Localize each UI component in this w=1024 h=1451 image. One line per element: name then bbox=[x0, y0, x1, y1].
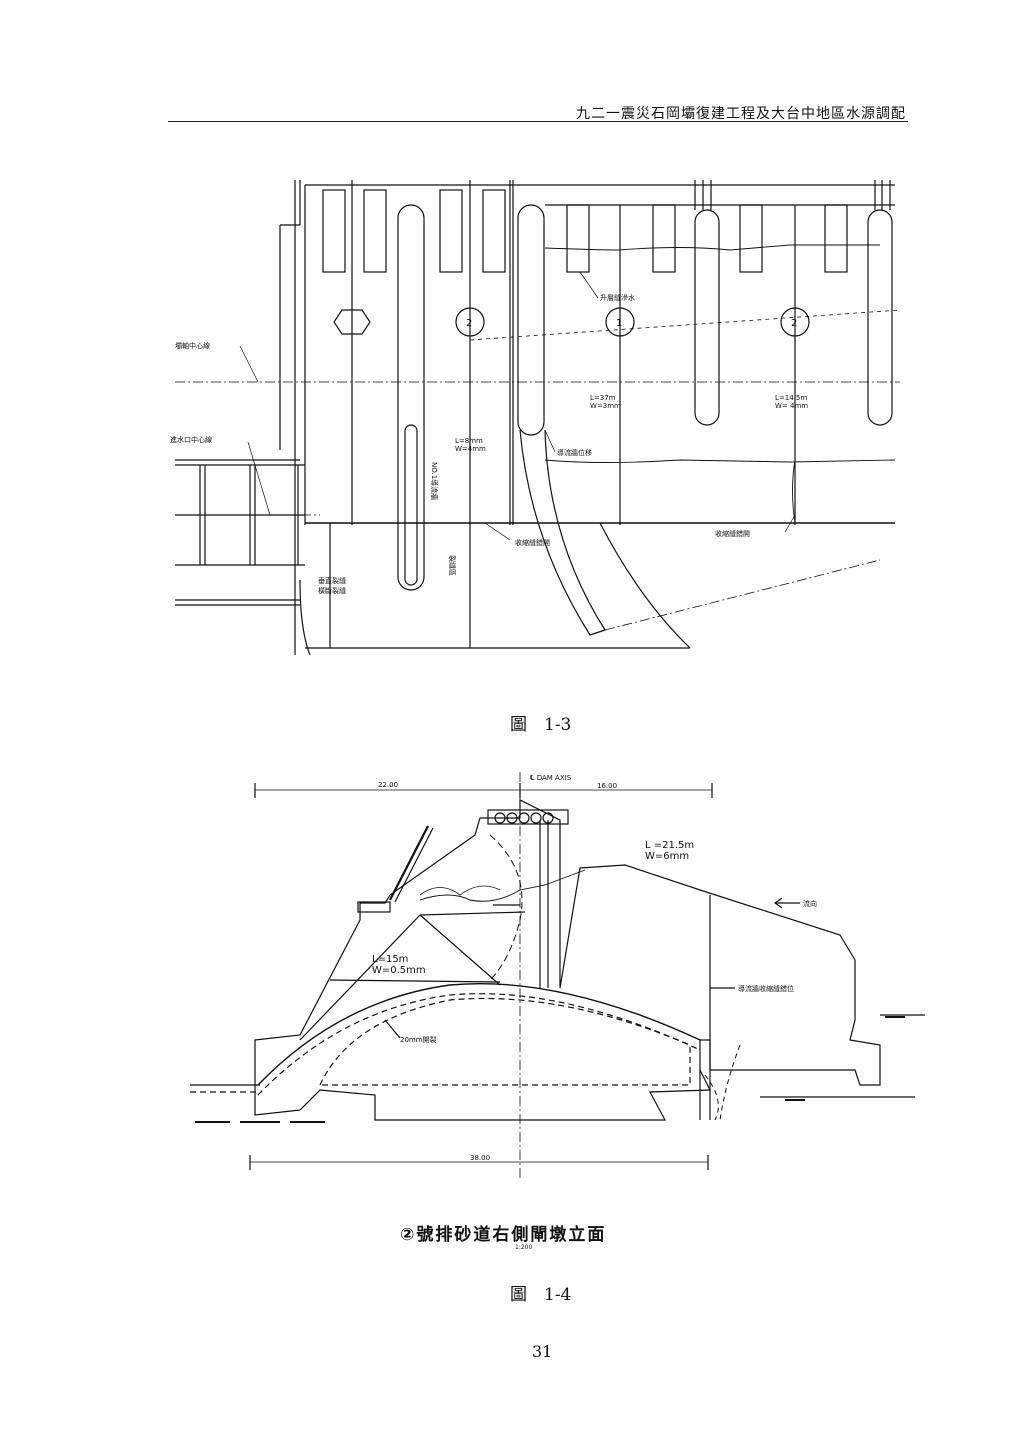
label-shrink-joint-a: 收縮縫錯開 bbox=[515, 538, 550, 547]
label-inlet-axis: 進水口中心線 bbox=[170, 435, 212, 444]
crack-b-width: W=0.5mm bbox=[372, 965, 426, 976]
header-rule bbox=[168, 121, 908, 122]
page-number: 31 bbox=[532, 1342, 553, 1361]
pier-marker-2a: 2 bbox=[466, 318, 472, 329]
pier-marker-1: 1 bbox=[616, 318, 622, 329]
dim-c-length: L=8mm bbox=[455, 437, 483, 445]
label-flow: 流向 bbox=[803, 899, 817, 908]
label-guide-wall: 導流牆位移 bbox=[557, 448, 592, 457]
label-horizontal-crack: 橫斷裂縫 bbox=[318, 586, 346, 595]
label-vertical-crack: 垂直裂縫 bbox=[318, 576, 346, 585]
figure-1-3-drawing: 壩軸中心線 進水口中心線 升層縫滲水 導流牆位移 收縮縫錯開 收縮縫錯開 垂直裂… bbox=[170, 180, 901, 656]
label-guide-wall-joint: 導流牆收縮縫錯位 bbox=[738, 984, 794, 993]
figure-1-4-title: ②號排砂道右側閘墩立面 bbox=[400, 1225, 607, 1245]
label-crack-zone: 裂縫區 bbox=[448, 555, 457, 576]
running-header: 九二一震災石岡壩復建工程及大台中地區水源調配 bbox=[576, 106, 906, 122]
caption-figure-1-4: 圖 1-4 bbox=[510, 1285, 572, 1305]
dim-b-width: W= 4mm bbox=[775, 402, 808, 410]
figure-1-4-scale: 1:200 bbox=[515, 1244, 533, 1251]
label-crack-20mm: 20mm開裂 bbox=[400, 1035, 437, 1044]
caption-figure-1-3: 圖 1-3 bbox=[510, 715, 572, 735]
crack-a-width: W=6mm bbox=[645, 851, 689, 862]
label-dam-axis-2: ℄ DAM AXIS bbox=[530, 774, 572, 782]
label-dam-axis: 壩軸中心線 bbox=[175, 341, 210, 350]
label-shrink-joint-b: 收縮縫錯開 bbox=[715, 529, 750, 538]
dim-left: 22.00 bbox=[378, 781, 398, 789]
dim-a-length: L=37m bbox=[590, 394, 616, 402]
dim-a-width: W=3mm bbox=[590, 402, 621, 410]
dim-bottom: 38.00 bbox=[470, 1154, 490, 1162]
pier-marker-2b: 2 bbox=[791, 318, 797, 329]
dim-c-width: W=4mm bbox=[455, 445, 486, 453]
label-lift-joint: 升層縫滲水 bbox=[600, 293, 635, 302]
crack-a-length: L =21.5m bbox=[645, 840, 694, 851]
dim-right: 16.00 bbox=[597, 782, 617, 790]
crack-b-length: L=15m bbox=[372, 954, 408, 965]
dim-b-length: L=14.5m bbox=[775, 394, 807, 402]
label-no1-wall: NO.1導流牆 bbox=[430, 462, 439, 500]
